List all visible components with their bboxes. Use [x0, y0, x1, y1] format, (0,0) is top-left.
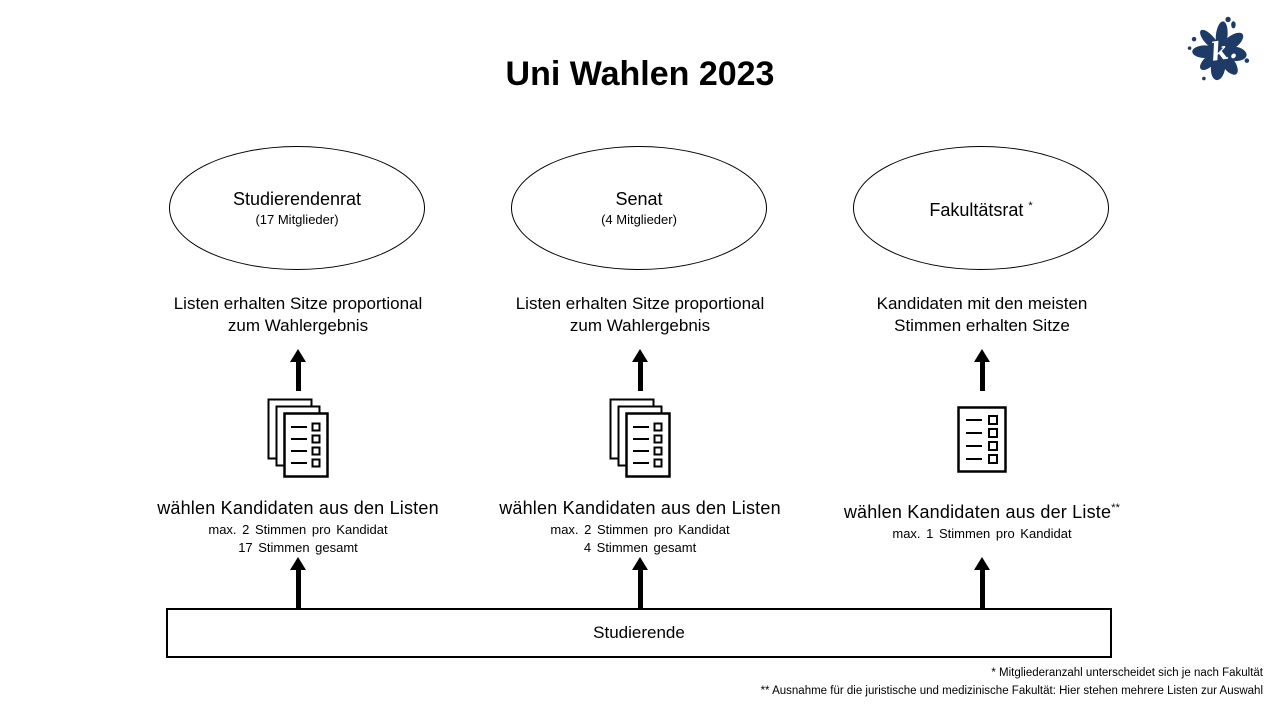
- arrow-head: [290, 349, 306, 362]
- up-arrow-from-students: [974, 557, 990, 608]
- seat-rule-text: Kandidaten mit den meisten Stimmen erhal…: [802, 293, 1162, 337]
- council-ellipse: Fakultätsrat *: [853, 146, 1109, 270]
- ballot-papers-icon: [128, 398, 468, 478]
- arrow-head: [974, 349, 990, 362]
- seat-rule-line1: Listen erhalten Sitze proportional: [173, 294, 423, 313]
- footnotes: * Mitgliederanzahl unterscheidet sich je…: [761, 665, 1263, 700]
- arrow-shaft: [295, 570, 301, 608]
- vote-rule-block: wählen Kandidaten aus der Liste** max. 1…: [797, 498, 1167, 543]
- up-arrow-to-council: [290, 349, 306, 391]
- vote-rule-block: wählen Kandidaten aus den Listen max. 2 …: [113, 498, 483, 557]
- arrow-head: [632, 557, 648, 570]
- arrow-shaft: [637, 570, 643, 608]
- seat-rule-text: Listen erhalten Sitze proportional zum W…: [118, 293, 478, 337]
- election-column-studierendenrat: Studierendenrat (17 Mitglieder) Listen e…: [128, 0, 468, 720]
- students-box-label: Studierende: [593, 623, 685, 642]
- vote-rule-main: wählen Kandidaten aus den Listen: [157, 498, 439, 518]
- arrow-shaft: [637, 362, 643, 391]
- vote-rule-text: wählen Kandidaten aus der Liste**: [797, 498, 1167, 523]
- council-name: Fakultätsrat *: [929, 195, 1032, 221]
- council-name-text: Senat: [615, 189, 663, 209]
- vote-rule-main: wählen Kandidaten aus den Listen: [499, 498, 781, 518]
- arrow-shaft: [295, 362, 301, 391]
- vote-detail-line1: max. 1 Stimmen pro Kandidat: [892, 526, 1072, 541]
- vote-rule-footnote-marker: **: [1111, 502, 1121, 514]
- ballot-papers-icon: [470, 398, 810, 478]
- election-column-senat: Senat (4 Mitglieder) Listen erhalten Sit…: [470, 0, 810, 720]
- arrow-head: [290, 557, 306, 570]
- arrow-head: [632, 349, 648, 362]
- vote-rule-main: wählen Kandidaten aus der Liste: [843, 502, 1112, 522]
- footnote-1: * Mitgliederanzahl unterscheidet sich je…: [991, 667, 1263, 679]
- ballot-paper-icon: [812, 406, 1152, 474]
- vote-detail-line1: max. 2 Stimmen pro Kandidat: [550, 522, 730, 537]
- vote-rule-block: wählen Kandidaten aus den Listen max. 2 …: [455, 498, 825, 557]
- council-ellipse: Senat (4 Mitglieder): [511, 146, 767, 270]
- election-column-fakultaetsrat: Fakultätsrat * Kandidaten mit den meiste…: [812, 0, 1152, 720]
- up-arrow-to-council: [632, 349, 648, 391]
- council-name: Studierendenrat: [233, 188, 361, 210]
- up-arrow-to-council: [974, 349, 990, 391]
- vote-detail-line1: max. 2 Stimmen pro Kandidat: [208, 522, 388, 537]
- council-name-text: Studierendenrat: [232, 189, 362, 209]
- students-box: Studierende: [166, 608, 1112, 658]
- footnote-2: ** Ausnahme für die juristische und medi…: [760, 684, 1263, 697]
- council-name-text: Fakultätsrat: [929, 200, 1024, 220]
- vote-detail-line2: 17 Stimmen gesamt: [238, 540, 358, 555]
- council-name-footnote-marker: *: [1028, 200, 1033, 212]
- logo-letter: k.: [1209, 34, 1239, 67]
- seat-rule-line2: zum Wahlergebnis: [227, 316, 369, 335]
- council-members: (4 Mitglieder): [601, 212, 677, 227]
- up-arrow-from-students: [632, 557, 648, 608]
- seat-rule-line1: Kandidaten mit den meisten: [876, 294, 1088, 313]
- seat-rule-line2: zum Wahlergebnis: [569, 316, 711, 335]
- seat-rule-text: Listen erhalten Sitze proportional zum W…: [460, 293, 820, 337]
- vote-detail-line2: 4 Stimmen gesamt: [583, 540, 697, 555]
- vote-rule-text: wählen Kandidaten aus den Listen: [113, 498, 483, 519]
- up-arrow-from-students: [290, 557, 306, 608]
- splash-logo: k.: [1187, 16, 1250, 81]
- council-members: (17 Mitglieder): [255, 212, 339, 227]
- vote-rule-text: wählen Kandidaten aus den Listen: [455, 498, 825, 519]
- council-ellipse: Studierendenrat (17 Mitglieder): [169, 146, 425, 270]
- splash-icon: k.: [1187, 16, 1250, 81]
- arrow-shaft: [979, 362, 985, 391]
- arrow-shaft: [979, 570, 985, 608]
- council-name: Senat: [615, 188, 662, 210]
- seat-rule-line1: Listen erhalten Sitze proportional: [515, 294, 765, 313]
- arrow-head: [974, 557, 990, 570]
- page-title: Uni Wahlen 2023: [505, 55, 775, 93]
- seat-rule-line2: Stimmen erhalten Sitze: [894, 316, 1070, 335]
